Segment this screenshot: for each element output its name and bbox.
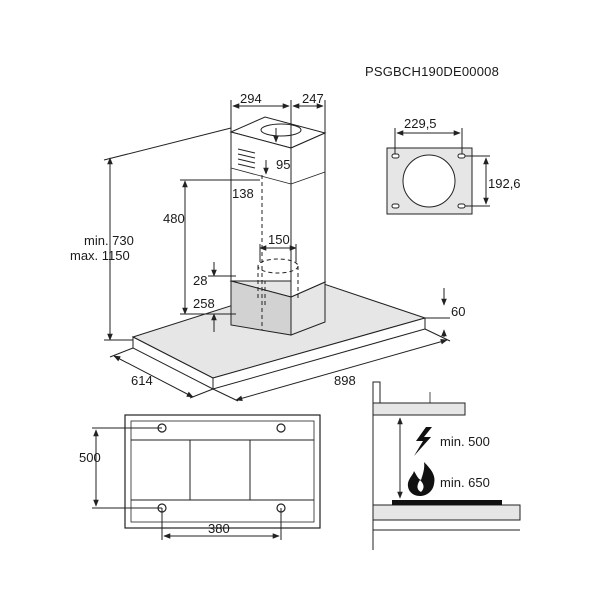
dim-lower-height: 258 [193, 296, 217, 332]
dim-upper-height: 480 [163, 180, 236, 315]
lightning-icon [414, 427, 432, 456]
dim-hood-depth: 614 [109, 347, 214, 399]
hob-burner [392, 500, 502, 505]
bracket-height-label: 192,6 [488, 176, 521, 191]
outlet-depth-label: 138 [232, 186, 254, 201]
canopy-thickness-label: 60 [451, 304, 465, 319]
lower-height-label: 258 [193, 296, 215, 311]
dim-chimney-depth: 247 [292, 91, 326, 133]
top-view-inner [130, 420, 315, 523]
duct-diameter-label: 150 [268, 232, 290, 247]
dim-hood-width: 898 [212, 328, 451, 402]
hob-profile [372, 504, 521, 521]
duct-offset-label: 28 [193, 273, 207, 288]
clearance-view: min. 500 min. 650 [372, 381, 521, 550]
top-view-spacing-label: 380 [208, 521, 230, 536]
flame-inner [417, 480, 424, 492]
hood-depth-label: 614 [131, 373, 153, 388]
dim-duct-diameter: 150 [259, 232, 297, 262]
mounting-bracket-view: 229,5 192,6 [386, 116, 521, 215]
hood-top-view: 500 380 [79, 414, 321, 540]
chimney-outlet [260, 123, 302, 137]
chimney-depth-label: 247 [302, 91, 324, 106]
product-code: PSGBCH190DE00008 [365, 64, 499, 79]
top-view-mount-holes [157, 423, 286, 513]
dim-duct-offset: 28 [193, 262, 236, 288]
total-height-label-min: min. 730 [84, 233, 134, 248]
hood-chimney-profile [372, 381, 381, 404]
chimney-joint-line [230, 167, 292, 185]
chimney-upper-right [290, 132, 326, 298]
dim-outlet-depth: 138 [180, 179, 260, 201]
dim-canopy-thickness: 60 [425, 288, 465, 337]
hood-profile [372, 402, 466, 416]
top-view-depth-label: 500 [79, 450, 101, 465]
outlet-offset-label: 95 [276, 157, 290, 172]
dim-chimney-width: 294 [230, 91, 292, 148]
chimney-width-label: 294 [240, 91, 262, 106]
bracket-width-label: 229,5 [404, 116, 437, 131]
hood-width-label: 898 [334, 373, 356, 388]
hood-isometric-view [131, 116, 427, 390]
top-view-outline [124, 414, 321, 529]
total-height-label-max: max. 1150 [70, 248, 130, 263]
electric-clearance-label: min. 500 [440, 434, 490, 449]
vent-slots [237, 148, 256, 169]
flame-icon [407, 462, 435, 496]
dim-total-height: min. 730 max. 1150 [70, 127, 232, 341]
upper-height-label: 480 [163, 211, 185, 226]
bracket-opening [402, 154, 456, 208]
dim-outlet-offset: 95 [263, 157, 290, 175]
gas-clearance-label: min. 650 [440, 475, 490, 490]
chimney-joint-line-right [290, 171, 326, 185]
bracket-screw-holes [391, 153, 466, 209]
